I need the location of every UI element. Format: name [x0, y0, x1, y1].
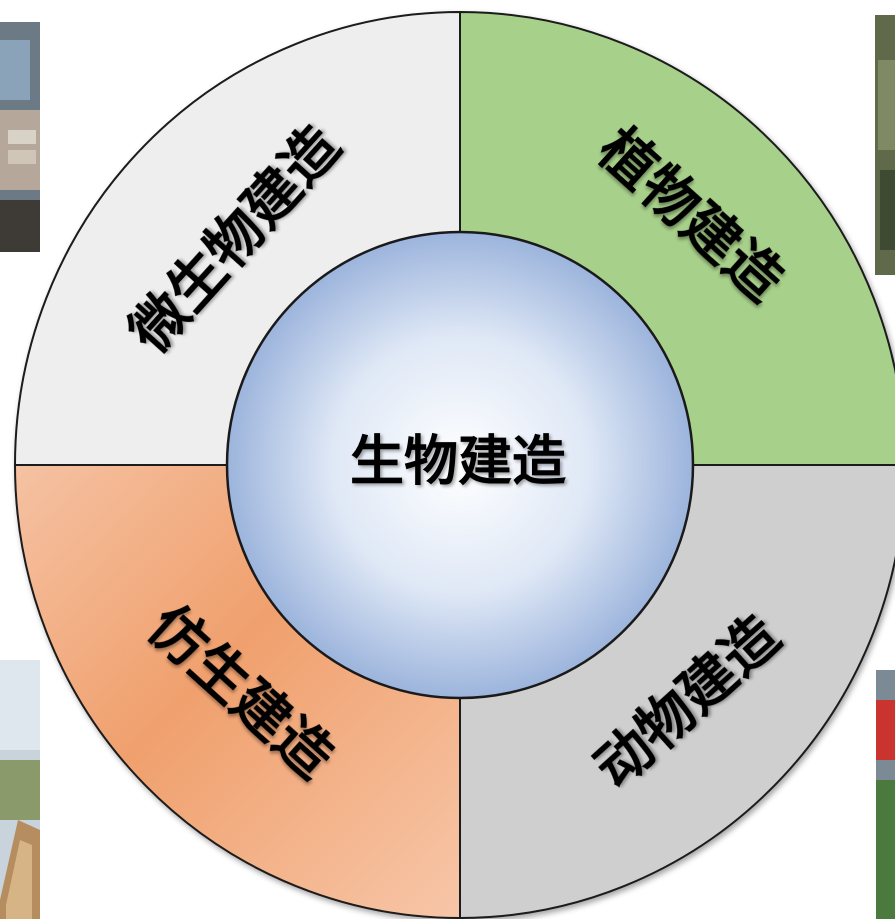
- center-label: 生物建造: [350, 430, 566, 493]
- photo-bottom-left: [0, 660, 40, 919]
- photo-top-right: [875, 15, 895, 275]
- photo-top-left: [0, 22, 40, 252]
- center-circle: [225, 230, 695, 700]
- photo-bottom-right: [876, 670, 895, 919]
